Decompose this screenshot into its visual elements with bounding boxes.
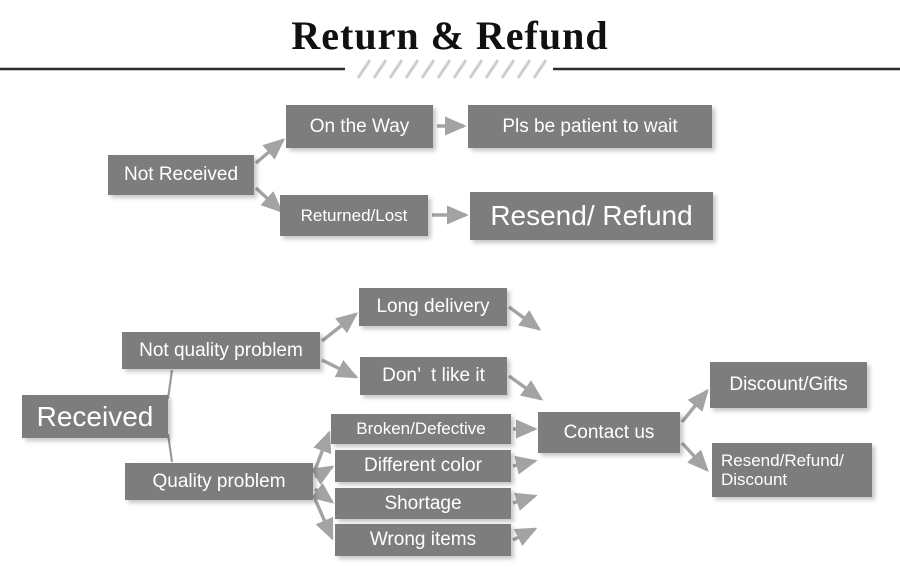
node-returned-lost: Returned/Lost [280, 195, 428, 236]
edge-not-received-to-returned-lost [254, 186, 284, 213]
edge-contact-us-to-discount-gifts [680, 388, 709, 424]
node-pls-be-patient: Pls be patient to wait [468, 105, 712, 148]
edge-received-to-quality-problem [166, 433, 174, 463]
divider [0, 59, 900, 79]
edge-contact-us-to-resend-refund-discount [680, 441, 709, 472]
edge-not-received-to-on-the-way [254, 138, 286, 165]
edge-received-to-not-quality-problem [166, 369, 174, 400]
edge-different-color-to-contact-us [512, 455, 538, 475]
edge-wrong-items-to-contact-us [512, 527, 538, 547]
edge-nqp-to-dont-like-it [321, 358, 359, 379]
node-not-received: Not Received [108, 155, 254, 195]
edge-qp-to-different-color [310, 465, 335, 485]
node-received: Received [22, 395, 168, 438]
node-contact-us: Contact us [538, 412, 680, 453]
node-dont-like-it: Don’ t like it [360, 357, 507, 395]
node-long-delivery: Long delivery [359, 288, 507, 326]
node-quality-problem: Quality problem [125, 463, 313, 500]
node-different-color: Different color [335, 450, 511, 482]
node-shortage: Shortage [335, 488, 511, 519]
diagonal-hatch-divider-icon [356, 59, 548, 79]
edge-dont-like-it-to-contact-us [508, 374, 544, 401]
node-wrong-items: Wrong items [335, 524, 511, 556]
edge-nqp-to-long-delivery [320, 312, 359, 343]
node-discount-gifts: Discount/Gifts [710, 362, 867, 408]
edge-qp-to-broken-defective [313, 430, 332, 471]
node-resend-refund-discount: Resend/Refund/ Discount [712, 443, 872, 497]
edge-shortage-to-contact-us [512, 492, 538, 511]
edge-long-delivery-to-contact-us [507, 305, 542, 331]
edge-qp-to-wrong-items [313, 498, 334, 541]
node-on-the-way: On the Way [286, 105, 433, 148]
node-not-quality-problem: Not quality problem [122, 332, 320, 369]
node-broken-defective: Broken/Defective [331, 414, 511, 444]
node-resend-refund: Resend/ Refund [470, 192, 713, 240]
page-title: Return & Refund [291, 13, 609, 58]
edge-qp-to-shortage [311, 482, 335, 504]
